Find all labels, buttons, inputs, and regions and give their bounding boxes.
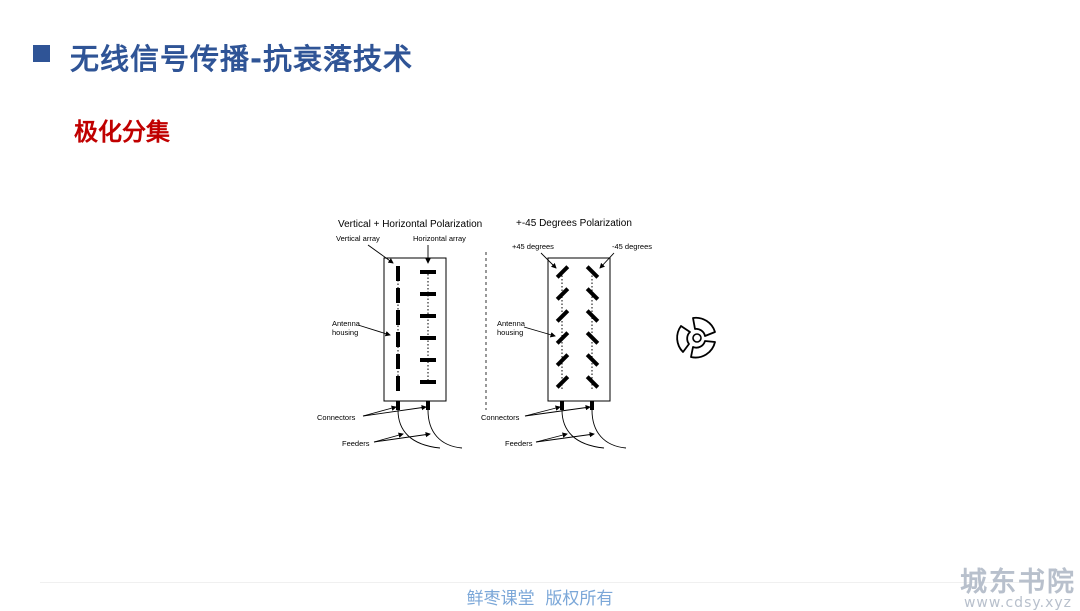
vertical-dipole — [396, 288, 400, 303]
horizontal-array — [420, 270, 436, 384]
watermark-url: www.cdsy.xyz — [963, 595, 1073, 611]
right-connector-1 — [560, 401, 564, 410]
left-label-array-1: Vertical array — [336, 234, 380, 243]
left-panel: Vertical + Horizontal Polarization Verti… — [317, 219, 482, 449]
left-heading: Vertical + Horizontal Polarization — [338, 219, 482, 230]
right-label-array-2: -45 degrees — [612, 242, 652, 251]
footer-divider — [40, 582, 1040, 583]
watermark: 城东书院 www.cdsy.xyz — [958, 560, 1078, 611]
left-connector-2 — [426, 401, 430, 410]
right-antenna-housing — [547, 257, 611, 402]
left-label-connectors: Connectors — [317, 413, 356, 422]
spinner-play-icon[interactable] — [675, 316, 719, 360]
minus-45-dipole — [585, 265, 600, 279]
right-label-connectors: Connectors — [481, 413, 520, 422]
vertical-dipole — [396, 354, 400, 369]
vertical-dipole — [396, 266, 400, 281]
watermark-name: 城东书院 — [960, 567, 1076, 598]
plus-45-dipole — [555, 353, 570, 367]
title-bullet — [33, 45, 50, 62]
left-label-feeders: Feeders — [342, 439, 370, 448]
left-antenna-housing — [383, 257, 447, 402]
left-label-array-2: Horizontal array — [413, 234, 466, 243]
right-heading: +-45 Degrees Polarization — [516, 218, 632, 229]
minus-45-dipole — [585, 375, 600, 389]
left-label-housing-2: housing — [332, 328, 358, 337]
plus-45-dipole — [555, 331, 570, 345]
right-label-housing-2: housing — [497, 328, 523, 337]
plus-45-dipole — [555, 265, 570, 279]
minus-45-array — [585, 265, 600, 389]
right-connector-2 — [590, 401, 594, 410]
minus-45-dipole — [585, 309, 600, 323]
horizontal-dipole — [420, 292, 436, 296]
plus-45-dipole — [555, 287, 570, 301]
plus-45-dipole — [555, 309, 570, 323]
footer-copyright: 鲜枣课堂 版权所有 — [466, 589, 614, 609]
horizontal-dipole — [420, 336, 436, 340]
slide-subtitle: 极化分集 — [74, 118, 170, 146]
plus-45-array — [555, 265, 570, 389]
vertical-dipole — [396, 332, 400, 347]
vertical-array — [396, 266, 400, 391]
minus-45-dipole — [585, 331, 600, 345]
left-connector-1 — [396, 401, 400, 410]
horizontal-dipole — [420, 380, 436, 384]
horizontal-dipole — [420, 358, 436, 362]
right-label-feeders: Feeders — [505, 439, 533, 448]
right-panel: +-45 Degrees Polarization +45 degrees -4… — [481, 218, 652, 449]
minus-45-dipole — [585, 287, 600, 301]
vertical-dipole — [396, 310, 400, 325]
plus-45-dipole — [555, 375, 570, 389]
left-label-housing-1: Antenna — [332, 319, 361, 328]
minus-45-dipole — [585, 353, 600, 367]
slide-title: 无线信号传播-抗衰落技术 — [70, 42, 414, 76]
right-label-housing-1: Antenna — [497, 319, 526, 328]
right-label-array-1: +45 degrees — [512, 242, 554, 251]
horizontal-dipole — [420, 314, 436, 318]
horizontal-dipole — [420, 270, 436, 274]
vertical-dipole — [396, 376, 400, 391]
